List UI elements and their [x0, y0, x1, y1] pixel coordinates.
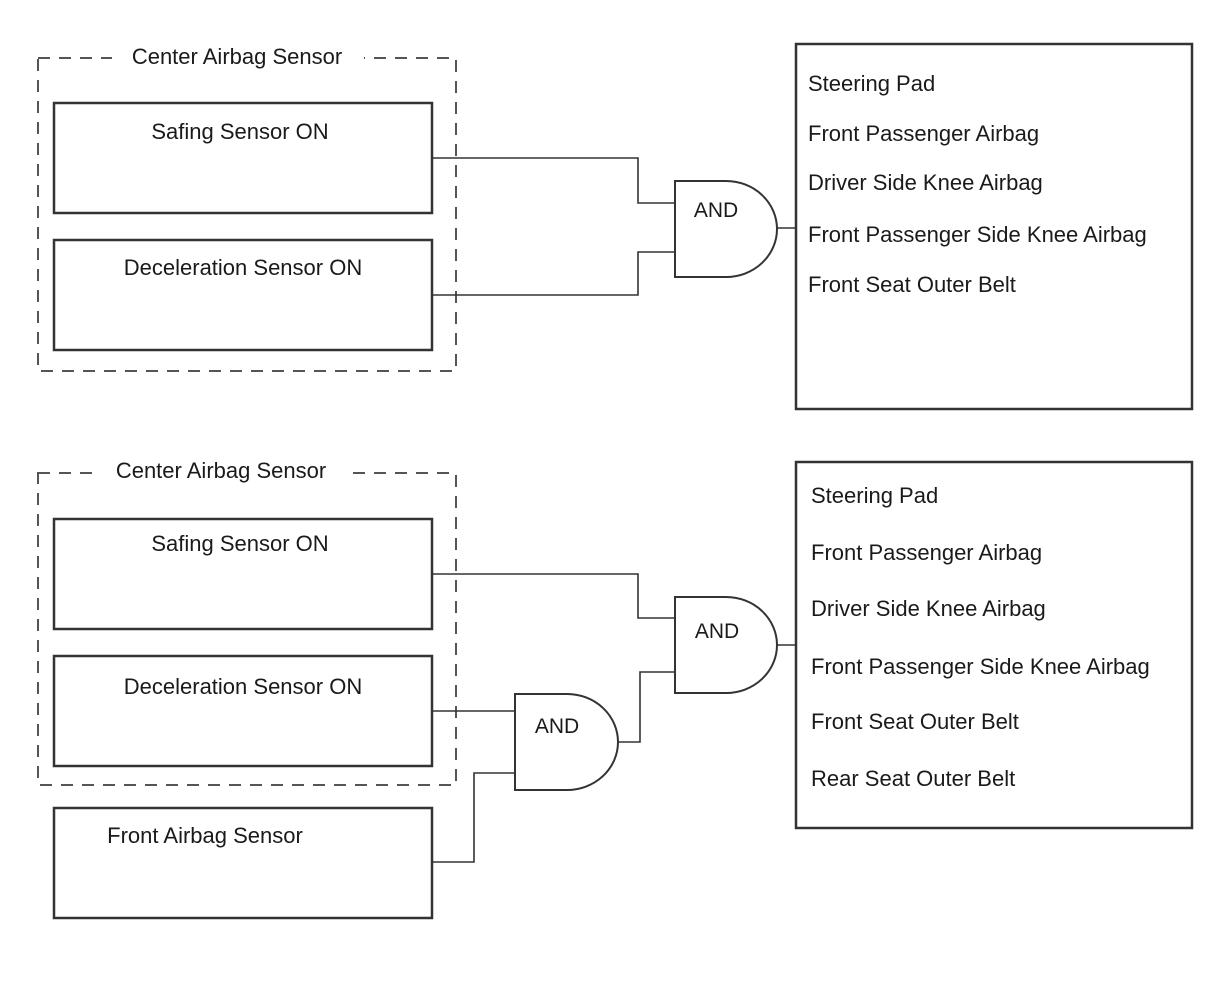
safing-sensor-box-2 — [52, 517, 434, 631]
output-box-2 — [794, 460, 1194, 830]
output-item-1-3: Driver Side Knee Airbag — [808, 170, 1043, 195]
safing-sensor-label-2: Safing Sensor ON — [151, 531, 328, 556]
wire-front-sensor-to-and-3 — [432, 772, 516, 863]
wire-decel-to-and-1 — [432, 251, 676, 296]
output-item-2-5: Front Seat Outer Belt — [811, 709, 1019, 734]
output-item-1-1: Steering Pad — [808, 71, 935, 96]
group-label-background-1 — [112, 40, 364, 72]
group-label-background-2 — [96, 455, 350, 487]
center-airbag-sensor-group-1 — [37, 57, 457, 372]
wire-safing-to-and-2 — [432, 573, 676, 619]
and-gate-2 — [674, 596, 778, 694]
diagram-2: Center Airbag Sensor Safing Sensor ON De… — [37, 455, 1194, 920]
safing-sensor-box-1 — [52, 101, 434, 215]
front-airbag-sensor-label: Front Airbag Sensor — [107, 823, 303, 848]
output-item-1-2: Front Passenger Airbag — [808, 121, 1039, 146]
group-label-1: Center Airbag Sensor — [132, 44, 342, 69]
output-item-2-6: Rear Seat Outer Belt — [811, 766, 1015, 791]
output-item-2-2: Front Passenger Airbag — [811, 540, 1042, 565]
output-item-2-1: Steering Pad — [811, 483, 938, 508]
output-box-1 — [794, 42, 1194, 411]
deceleration-sensor-label-2: Deceleration Sensor ON — [124, 674, 362, 699]
output-item-1-5: Front Seat Outer Belt — [808, 272, 1016, 297]
and-gate-label-3: AND — [535, 715, 579, 738]
deceleration-sensor-label-1: Deceleration Sensor ON — [124, 255, 362, 280]
center-airbag-sensor-group-2 — [37, 472, 457, 786]
and-gate-1 — [674, 180, 778, 278]
diagram-1: Center Airbag Sensor Safing Sensor ON De… — [37, 40, 1194, 411]
output-item-2-4: Front Passenger Side Knee Airbag — [811, 654, 1150, 679]
wire-safing-to-and-1 — [432, 157, 676, 204]
safing-sensor-label-1: Safing Sensor ON — [151, 119, 328, 144]
and-gate-label-1: AND — [694, 199, 738, 222]
output-item-1-4: Front Passenger Side Knee Airbag — [808, 222, 1147, 247]
and-gate-label-2: AND — [695, 620, 739, 643]
and-gate-3 — [514, 693, 619, 791]
deceleration-sensor-box-1 — [52, 238, 434, 352]
group-label-2: Center Airbag Sensor — [116, 458, 326, 483]
output-item-2-3: Driver Side Knee Airbag — [811, 596, 1046, 621]
deceleration-sensor-box-2 — [52, 654, 434, 768]
front-airbag-sensor-box — [52, 806, 434, 920]
wire-and-3-to-and-2 — [617, 671, 676, 743]
